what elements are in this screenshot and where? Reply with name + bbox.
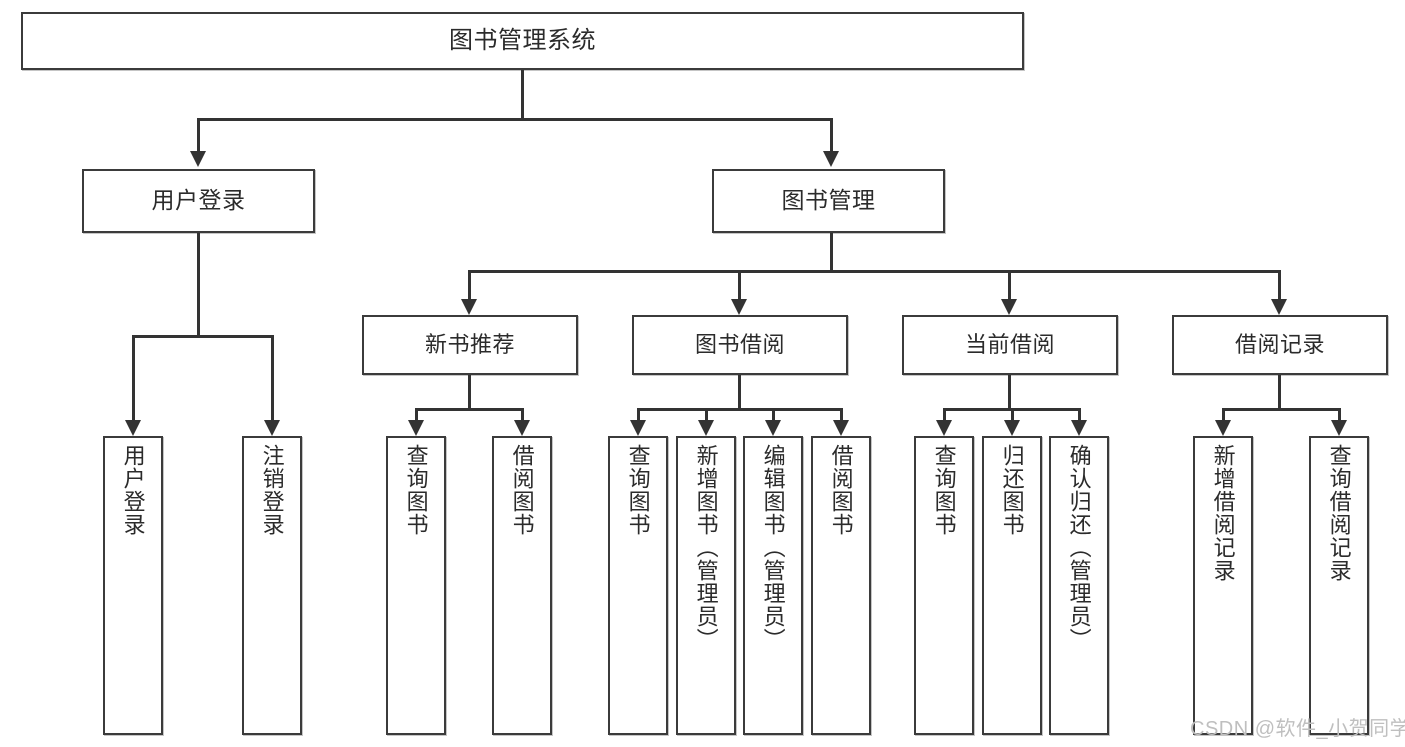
edge-current-borrow-stem [1008, 375, 1011, 408]
node-label: 新书推荐 [424, 331, 515, 357]
edge-current-borrow-to-leaf-2 [1011, 408, 1014, 420]
node-leaf-confirm-return[interactable]: 确认归还（管理员） [1049, 436, 1109, 735]
edge-user-login-stem [197, 233, 200, 335]
node-label: 新增图书（管理员） [693, 444, 719, 651]
node-label: 查询图书 [931, 444, 957, 536]
edge-book-borrow-to-leaf-2 [705, 408, 708, 420]
node-leaf-user-login[interactable]: 用户登录 [103, 436, 163, 735]
edge-new-book-to-leaf-2 [521, 408, 524, 420]
node-leaf-logout[interactable]: 注销登录 [242, 436, 302, 735]
arrow-book-mgmt-to-record [1271, 299, 1287, 315]
arrow-borrow-record-to-leaf-1 [1215, 420, 1231, 436]
edge-book-mgmt-to-record [1278, 270, 1281, 299]
edge-book-borrow-bus [637, 408, 842, 411]
edge-current-borrow-to-leaf-3 [1078, 408, 1081, 420]
edge-new-book-to-leaf-1 [415, 408, 418, 420]
edge-root-to-book-mgmt [830, 118, 833, 151]
arrow-user-login-to-leaf-1 [125, 420, 141, 436]
node-leaf-query-book-current[interactable]: 查询图书 [914, 436, 974, 735]
edge-borrow-record-bus [1222, 408, 1340, 411]
node-book-borrow[interactable]: 图书借阅 [632, 315, 848, 375]
edge-book-mgmt-to-current [1008, 270, 1011, 299]
arrow-book-mgmt-to-current [1001, 299, 1017, 315]
arrow-user-login-to-leaf-2 [264, 420, 280, 436]
edge-user-login-to-leaf-2 [271, 335, 274, 420]
node-leaf-borrow-book-recommend[interactable]: 借阅图书 [492, 436, 552, 735]
edge-root-bus [197, 118, 833, 121]
node-label: 查询借阅记录 [1326, 444, 1352, 582]
arrow-book-mgmt-to-borrow [731, 299, 747, 315]
node-label: 查询图书 [625, 444, 651, 536]
node-label: 图书管理 [781, 187, 876, 214]
node-label: 图书借阅 [694, 331, 785, 357]
edge-book-mgmt-bus [468, 270, 1280, 273]
node-book-management[interactable]: 图书管理 [712, 169, 945, 233]
edge-book-mgmt-to-borrow [738, 270, 741, 299]
node-label: 编辑图书（管理员） [760, 444, 786, 651]
node-label: 新增借阅记录 [1210, 444, 1236, 582]
node-new-book-recommend[interactable]: 新书推荐 [362, 315, 578, 375]
edge-current-borrow-to-leaf-1 [943, 408, 946, 420]
node-leaf-add-book[interactable]: 新增图书（管理员） [676, 436, 736, 735]
edge-book-mgmt-to-new-book [468, 270, 471, 299]
arrow-root-to-book-mgmt [823, 151, 839, 167]
node-leaf-query-borrow-record[interactable]: 查询借阅记录 [1309, 436, 1369, 735]
edge-book-borrow-stem [738, 375, 741, 408]
node-label: 查询图书 [403, 444, 429, 536]
node-label: 注销登录 [259, 444, 285, 536]
node-root-library-system[interactable]: 图书管理系统 [21, 12, 1024, 70]
edge-borrow-record-to-leaf-2 [1338, 408, 1341, 420]
arrow-new-book-to-leaf-1 [408, 420, 424, 436]
edge-user-login-bus [132, 335, 272, 338]
node-label: 用户登录 [120, 444, 146, 536]
node-label: 借阅图书 [509, 444, 535, 536]
node-leaf-edit-book[interactable]: 编辑图书（管理员） [743, 436, 803, 735]
node-label: 用户登录 [151, 187, 246, 214]
arrow-book-mgmt-to-new-book [461, 299, 477, 315]
arrow-book-borrow-to-leaf-4 [833, 420, 849, 436]
edge-user-login-to-leaf-1 [132, 335, 135, 420]
arrow-root-to-user-login [190, 151, 206, 167]
node-label: 借阅图书 [828, 444, 854, 536]
node-leaf-borrow-book[interactable]: 借阅图书 [811, 436, 871, 735]
node-leaf-query-book-recommend[interactable]: 查询图书 [386, 436, 446, 735]
arrow-book-borrow-to-leaf-2 [698, 420, 714, 436]
arrow-book-borrow-to-leaf-1 [630, 420, 646, 436]
edge-borrow-record-stem [1278, 375, 1281, 408]
node-leaf-query-book-borrow[interactable]: 查询图书 [608, 436, 668, 735]
edge-new-book-bus [415, 408, 523, 411]
edge-root-to-user-login [197, 118, 200, 151]
arrow-current-borrow-to-leaf-3 [1071, 420, 1087, 436]
node-borrow-record[interactable]: 借阅记录 [1172, 315, 1388, 375]
edge-root-stem [521, 70, 524, 118]
node-label: 归还图书 [999, 444, 1025, 536]
edge-book-borrow-to-leaf-4 [840, 408, 843, 420]
edge-book-borrow-to-leaf-3 [772, 408, 775, 420]
arrow-current-borrow-to-leaf-1 [936, 420, 952, 436]
node-label: 确认归还（管理员） [1066, 444, 1092, 651]
arrow-book-borrow-to-leaf-3 [765, 420, 781, 436]
node-current-borrow[interactable]: 当前借阅 [902, 315, 1118, 375]
arrow-borrow-record-to-leaf-2 [1331, 420, 1347, 436]
node-user-login[interactable]: 用户登录 [82, 169, 315, 233]
node-leaf-return-book[interactable]: 归还图书 [982, 436, 1042, 735]
node-label: 借阅记录 [1234, 331, 1325, 357]
node-label: 图书管理系统 [449, 26, 596, 54]
arrow-current-borrow-to-leaf-2 [1004, 420, 1020, 436]
node-leaf-add-borrow-record[interactable]: 新增借阅记录 [1193, 436, 1253, 735]
edge-book-mgmt-stem [830, 233, 833, 270]
edge-new-book-stem [468, 375, 471, 408]
edge-book-borrow-to-leaf-1 [637, 408, 640, 420]
arrow-new-book-to-leaf-2 [514, 420, 530, 436]
edge-borrow-record-to-leaf-1 [1222, 408, 1225, 420]
node-label: 当前借阅 [964, 331, 1055, 357]
